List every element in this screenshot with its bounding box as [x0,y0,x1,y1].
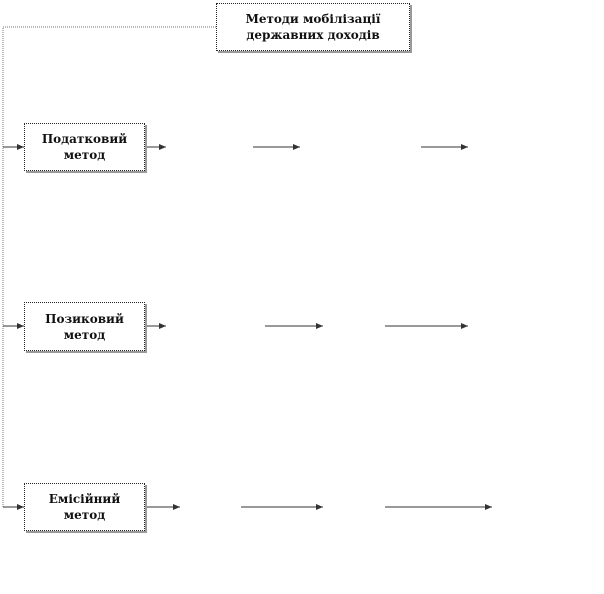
tax-method-label: Податковий метод [41,132,128,162]
tax-method-box: Податковий метод [24,123,145,171]
loan-method-box: Позиковий метод [24,302,145,351]
emission-method-box: Емісійний метод [24,483,145,531]
root-box-label: Методи мобілізації державних доходів [245,12,381,42]
root-connector-line [2,26,216,507]
loan-method-label: Позиковий метод [45,311,124,342]
root-box: Методи мобілізації державних доходів [216,3,410,51]
emission-method-label: Емісійний метод [48,492,121,522]
